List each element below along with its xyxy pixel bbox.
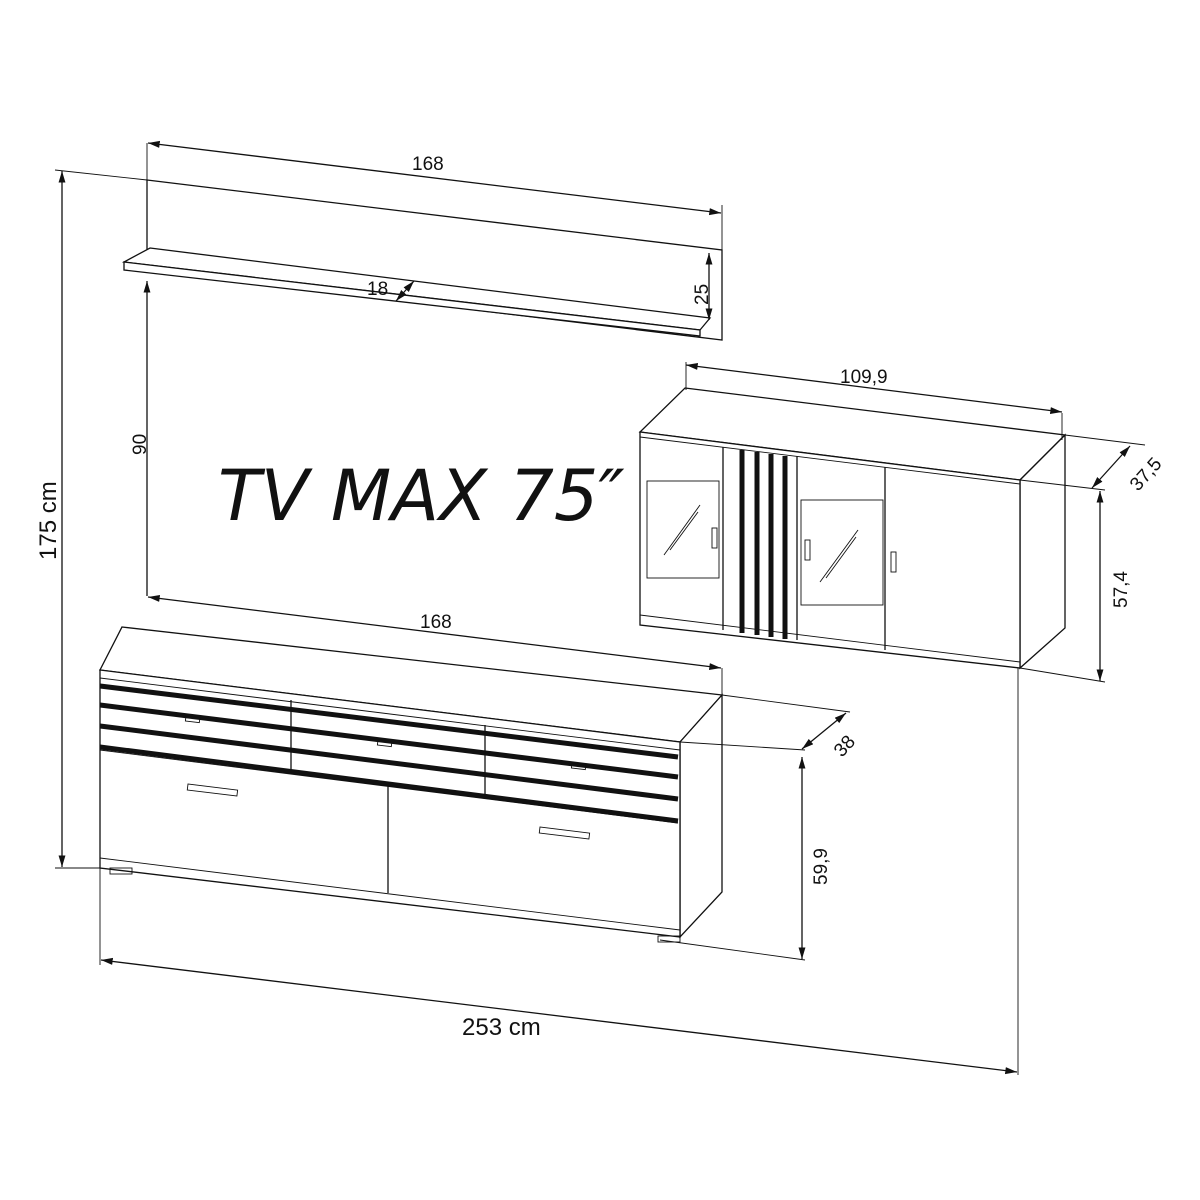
total-width-label: 253 cm	[462, 1014, 541, 1041]
cabinet-width-label: 109,9	[840, 367, 888, 388]
cabinet-height-label: 57,4	[1111, 571, 1132, 608]
total-height-label: 175 cm	[35, 481, 62, 560]
shelf-depth-dimension-line	[395, 280, 415, 302]
shelf-width-dimension-line	[147, 140, 722, 216]
sideboard-width-dimension-line	[147, 594, 722, 671]
sideboard-width-label: 168	[420, 612, 452, 633]
shelf-width-label: 168	[412, 154, 444, 175]
tv-max-title: TV MAX 75″	[218, 455, 625, 537]
cabinet-depth-label: 37,5	[1126, 454, 1166, 496]
sideboard-depth-label: 38	[830, 732, 860, 762]
sideboard-depth-dimension-line	[801, 712, 847, 750]
shelf-height-label: 25	[692, 284, 713, 305]
shelf-depth-label: 18	[367, 279, 388, 300]
sideboard	[98, 626, 1019, 1075]
sideboard-height-label: 59,9	[811, 848, 832, 885]
cabinet-depth-dimension-line	[1091, 445, 1131, 489]
total-width-dimension-line	[100, 957, 1018, 1075]
tv-gap-label: 90	[130, 434, 151, 455]
cabinet-width-dimension-line	[685, 362, 1063, 415]
wall-cabinet	[638, 387, 1146, 683]
